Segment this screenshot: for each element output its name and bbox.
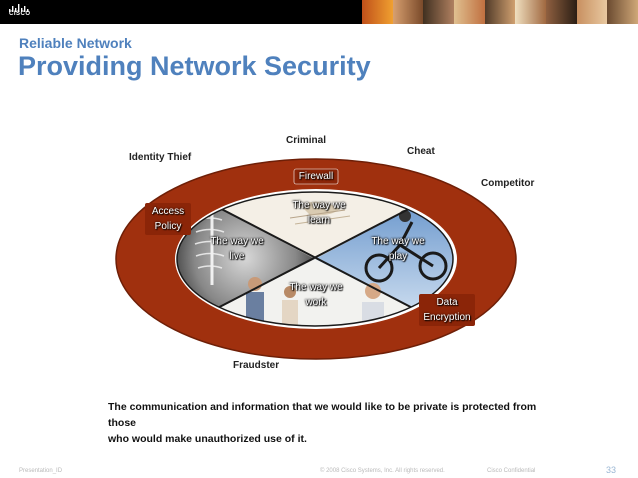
data-encryption-label-bg [419, 294, 475, 326]
threat-cheat: Cheat [407, 146, 435, 157]
label-way-we-work: The way we work [276, 280, 356, 310]
access-policy-label: Access Policy [145, 204, 191, 234]
learn-line-1: The way we [292, 200, 346, 211]
page-number: 33 [606, 465, 617, 475]
label-way-we-live: The way we live [197, 234, 277, 264]
threat-identity-thief: Identity Thief [129, 152, 192, 163]
play-line-1: The way we [371, 236, 425, 247]
label-way-we-learn: The way we learn [279, 198, 359, 228]
live-image [177, 192, 315, 326]
threat-criminal: Criminal [286, 135, 327, 146]
data-encryption-line-2: Encryption [423, 312, 471, 323]
caption-line-2: who would make unauthorized use of it. [108, 433, 307, 445]
slide-subtitle: Reliable Network [19, 35, 132, 51]
firewall-label: Firewall [298, 171, 334, 182]
play-line-2: play [388, 251, 408, 262]
work-line-1: The way we [289, 282, 343, 293]
live-line-1: The way we [210, 236, 264, 247]
caption-line-1: The communication and information that w… [108, 401, 537, 429]
footer-confidential: Cisco Confidential [487, 468, 536, 474]
banner-photo-strip [362, 0, 638, 24]
learn-line-2: learn [307, 215, 331, 226]
slide-caption: The communication and information that w… [108, 399, 538, 447]
cisco-logo-icon [9, 4, 29, 12]
data-encryption-line-1: Data [436, 297, 458, 308]
footer-copyright: © 2008 Cisco Systems, Inc. All rights re… [320, 468, 445, 474]
cisco-logo-text: CISCO [9, 11, 31, 17]
footer-presentation-id: Presentation_ID [19, 468, 63, 474]
work-image [177, 259, 453, 326]
threat-competitor: Competitor [481, 178, 535, 189]
data-encryption-label: Data Encryption [419, 295, 475, 325]
work-line-2: work [305, 297, 327, 308]
access-policy-line-2: Policy [154, 221, 182, 232]
learn-image [177, 192, 453, 259]
access-policy-label-bg [145, 203, 191, 235]
firewall-label-bg [293, 168, 339, 185]
access-policy-line-1: Access [151, 206, 185, 217]
label-way-we-play: The way we play [358, 234, 438, 264]
slide-title: Providing Network Security [18, 51, 371, 81]
top-banner: CISCO [0, 0, 638, 24]
live-line-2: live [229, 251, 245, 262]
threat-fraudster: Fraudster [233, 360, 280, 371]
